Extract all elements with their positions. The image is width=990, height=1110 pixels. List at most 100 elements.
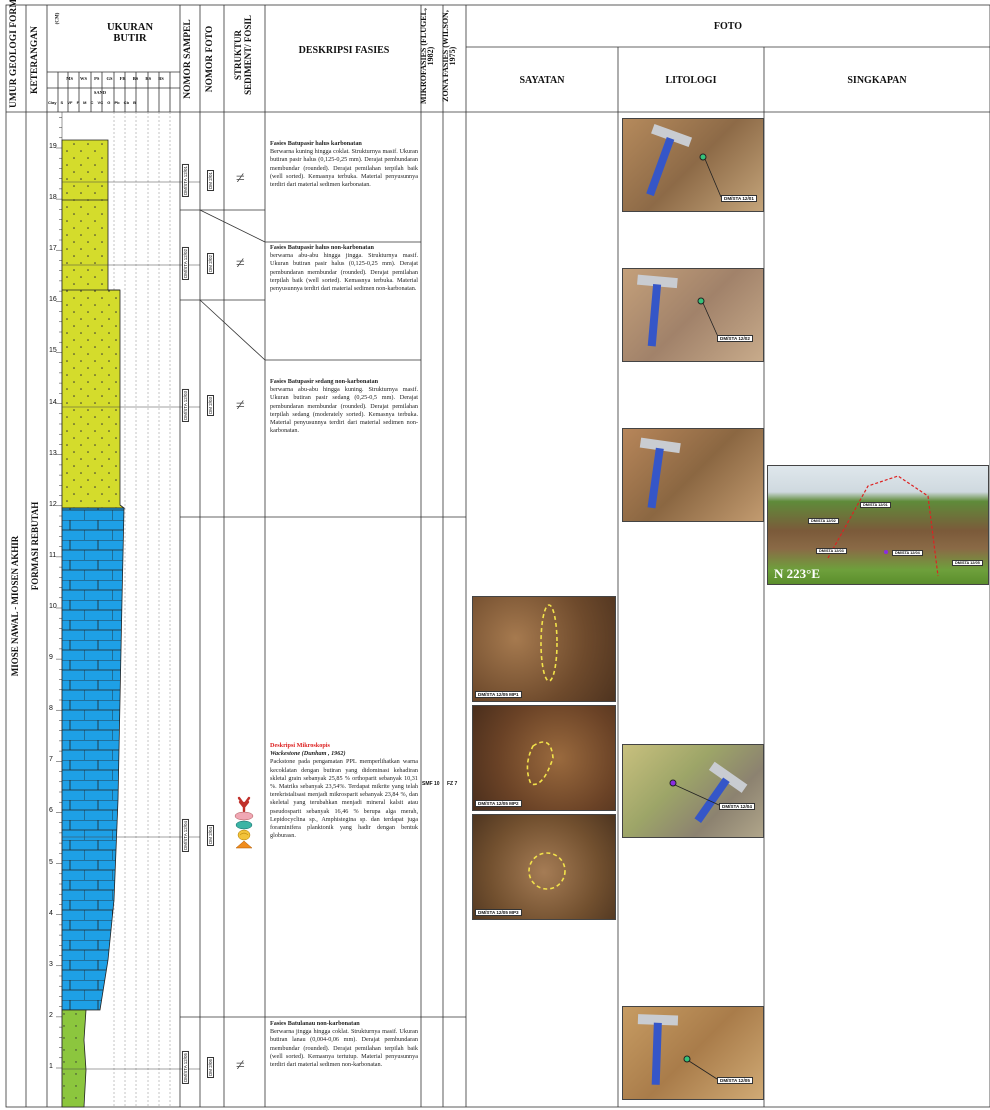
scale-tick-label: 17 — [49, 245, 57, 253]
description-facies-5: Fasies Batulanau non-karbonatan Berwarna… — [270, 1020, 418, 1069]
scale-tick-label: 10 — [49, 603, 57, 610]
sample-id-1: DM/STA 12/01 — [181, 164, 189, 197]
outcrop-label-5: DM/STA 12/05 — [952, 560, 983, 566]
scale-tick-label: 16 — [49, 296, 57, 304]
lithology-label-1: DM/STA 12/01 — [721, 195, 757, 202]
scale-tick-label: 14 — [49, 398, 57, 406]
scale-tick-label: 1 — [49, 1063, 53, 1070]
photo-id-5: DM 2/05 — [207, 1056, 215, 1079]
scale-tick-label: 5 — [49, 858, 53, 866]
photo-id-2: DM 2/02 — [207, 252, 215, 275]
desc5-title: Fasies Batulanau non-karbonatan — [270, 1020, 360, 1027]
rock-hammer-icon — [669, 761, 748, 824]
description-facies-1: Fasies Batupasir halus karbonatan Berwar… — [270, 140, 418, 189]
scale-tick-label: 2 — [49, 1011, 53, 1019]
massive-structure-icon-2: ≠ — [236, 255, 245, 272]
rock-hammer-icon — [637, 1014, 718, 1085]
photo-id-1: DM 2/01 — [207, 169, 215, 192]
photo-id-3: DM 2/03 — [207, 394, 215, 417]
lepidocyclina-icon — [234, 811, 254, 821]
scale-tick-label: 19 — [49, 143, 57, 150]
rock-hammer-icon — [639, 437, 681, 509]
header-sand: SAND — [93, 90, 107, 95]
desc5-body: Berwarna jingga hingga coklat. Strukturn… — [270, 1028, 418, 1068]
zona-fasies-value: FZ 7 — [447, 781, 458, 787]
sample-id-4: DM/STA 12/04 — [181, 819, 189, 852]
sample-id-5: DM/STA 12/05 — [181, 1051, 189, 1084]
scale-tick-label: 4 — [49, 909, 53, 917]
desc1-body: Berwarna kuning hingga coklat. Strukturn… — [270, 148, 418, 188]
desc1-title: Fasies Batupasir halus karbonatan — [270, 140, 362, 147]
grain-bottom-text: Clay S VF F M C VC G Pb Cb B — [48, 100, 137, 105]
scale-tick-label: 11 — [49, 551, 57, 559]
scale-tick-label: 9 — [49, 654, 53, 662]
description-facies-3: Fasies Batupasir sedang non-karbonatan b… — [270, 378, 418, 435]
header-struktur: STRUKTUR SEDIMENT/ FOSIL — [233, 15, 253, 95]
desc4-title: Deskripsi Mikroskopis — [270, 742, 330, 749]
header-deskripsi: DESKRIPSI FASIES — [298, 45, 390, 56]
scale-tick-label: 13 — [49, 449, 57, 457]
lithology-label-4: DM/STA 12/04 — [719, 803, 755, 810]
header-nomor-foto: NOMOR FOTO — [205, 25, 215, 93]
scale-tick-label: 15 — [49, 347, 57, 355]
thin-section-label-3: DM/STA 12/05 MP3 — [475, 909, 522, 916]
direction-label: N 223°E — [774, 566, 821, 581]
photo-id-4: DM 2/04 — [207, 824, 215, 847]
description-microscopic: Deskripsi Mikroskopis Wackestone (Dunham… — [270, 742, 418, 840]
desc2-body: berwarna abu-abu hingga jingga. Struktur… — [270, 252, 418, 292]
rock-hammer-icon — [637, 274, 720, 347]
lithology-label-2: DM/STA 12/02 — [717, 335, 753, 342]
scale-tick-label: 18 — [49, 194, 57, 202]
sample-id-2: DM/STA 12/02 — [181, 247, 189, 280]
header-foto: FOTO — [713, 21, 743, 32]
thin-section-photo-3: DM/STA 12/05 MP3 — [472, 814, 616, 920]
header-litologi: LITOLOGI — [665, 75, 717, 86]
header-singkapan: SINGKAPAN — [847, 75, 907, 86]
outcrop-photo: DM/STA 12/01 DM/STA 12/02 DM/STA 12/03 D… — [767, 465, 989, 585]
description-facies-2: Fasies Batupasir halus non-karbonatan be… — [270, 244, 418, 293]
scale-tick-label: 6 — [49, 807, 53, 815]
desc4-subtitle: Wackestone (Dunham , 1962) — [270, 750, 346, 758]
sample-id-3: DM/STA 12/03 — [181, 389, 189, 422]
amphistegina-icon — [235, 820, 253, 830]
lithology-label-5: DM/STA 12/05 — [717, 1077, 753, 1084]
lithology-photo-5: DM/STA 12/05 — [622, 1006, 764, 1100]
scale-tick-label: 8 — [49, 705, 53, 713]
grain-top-labels: MS WS PS GS FR BS RS BS — [50, 76, 180, 82]
mikrofasies-value: SMF 10 — [422, 781, 440, 787]
massive-structure-icon-1: ≠ — [236, 170, 245, 187]
lithology-column — [61, 139, 200, 1108]
scale-tick-label: 3 — [49, 960, 53, 968]
massive-structure-icon-4: ≠ — [236, 1057, 245, 1074]
massive-structure-icon-3: ≠ — [236, 397, 245, 414]
lithology-photo-1: DM/STA 12/01 — [622, 118, 764, 212]
desc3-title: Fasies Batupasir sedang non-karbonatan — [270, 378, 379, 385]
desc2-title: Fasies Batupasir halus non-karbonatan — [270, 244, 374, 251]
header-zona-fasies: ZONA FASIES (WILSON, 1975) — [441, 10, 458, 102]
thin-section-label-2: DM/STA 12/05 MP2 — [475, 800, 522, 807]
outcrop-label-1: DM/STA 12/01 — [860, 502, 891, 508]
desc3-body: berwarna abu-abu hingga kuning. Struktur… — [270, 386, 418, 435]
rock-hammer-icon — [646, 123, 722, 198]
desc4-body: Packstone pada pengamatan PPL memperliha… — [270, 758, 418, 840]
thin-section-label-1: DM/STA 12/05 MP1 — [475, 691, 522, 698]
outcrop-label-4: DM/STA 12/04 — [892, 550, 923, 556]
lithology-photo-4: DM/STA 12/04 — [622, 744, 764, 838]
grain-bottom-labels: Clay S VF F M C VC G Pb Cb B — [48, 100, 180, 105]
thin-section-photo-1: DM/STA 12/05 MP1 — [472, 596, 616, 702]
fossil-icons — [234, 796, 254, 849]
lithology-photo-3 — [622, 428, 764, 522]
grain-top-text: MS WS PS GS FR BS RS BS — [66, 76, 164, 81]
header-ukuran-butir: UKURAN BUTIR — [106, 22, 154, 45]
scale-tick-label: 7 — [49, 756, 53, 764]
outcrop-label-3: DM/STA 12/03 — [816, 548, 847, 554]
thin-section-photo-2: DM/STA 12/05 MP2 — [472, 705, 616, 811]
lithology-photo-2: DM/STA 12/02 — [622, 268, 764, 362]
red-algae-icon — [237, 796, 251, 813]
header-sayatan: SAYATAN — [519, 75, 565, 86]
shell-icon — [235, 840, 253, 849]
outcrop-label-2: DM/STA 12/02 — [808, 518, 839, 524]
scale-tick-label: 12 — [49, 500, 57, 508]
foraminifera-icon — [237, 829, 251, 841]
